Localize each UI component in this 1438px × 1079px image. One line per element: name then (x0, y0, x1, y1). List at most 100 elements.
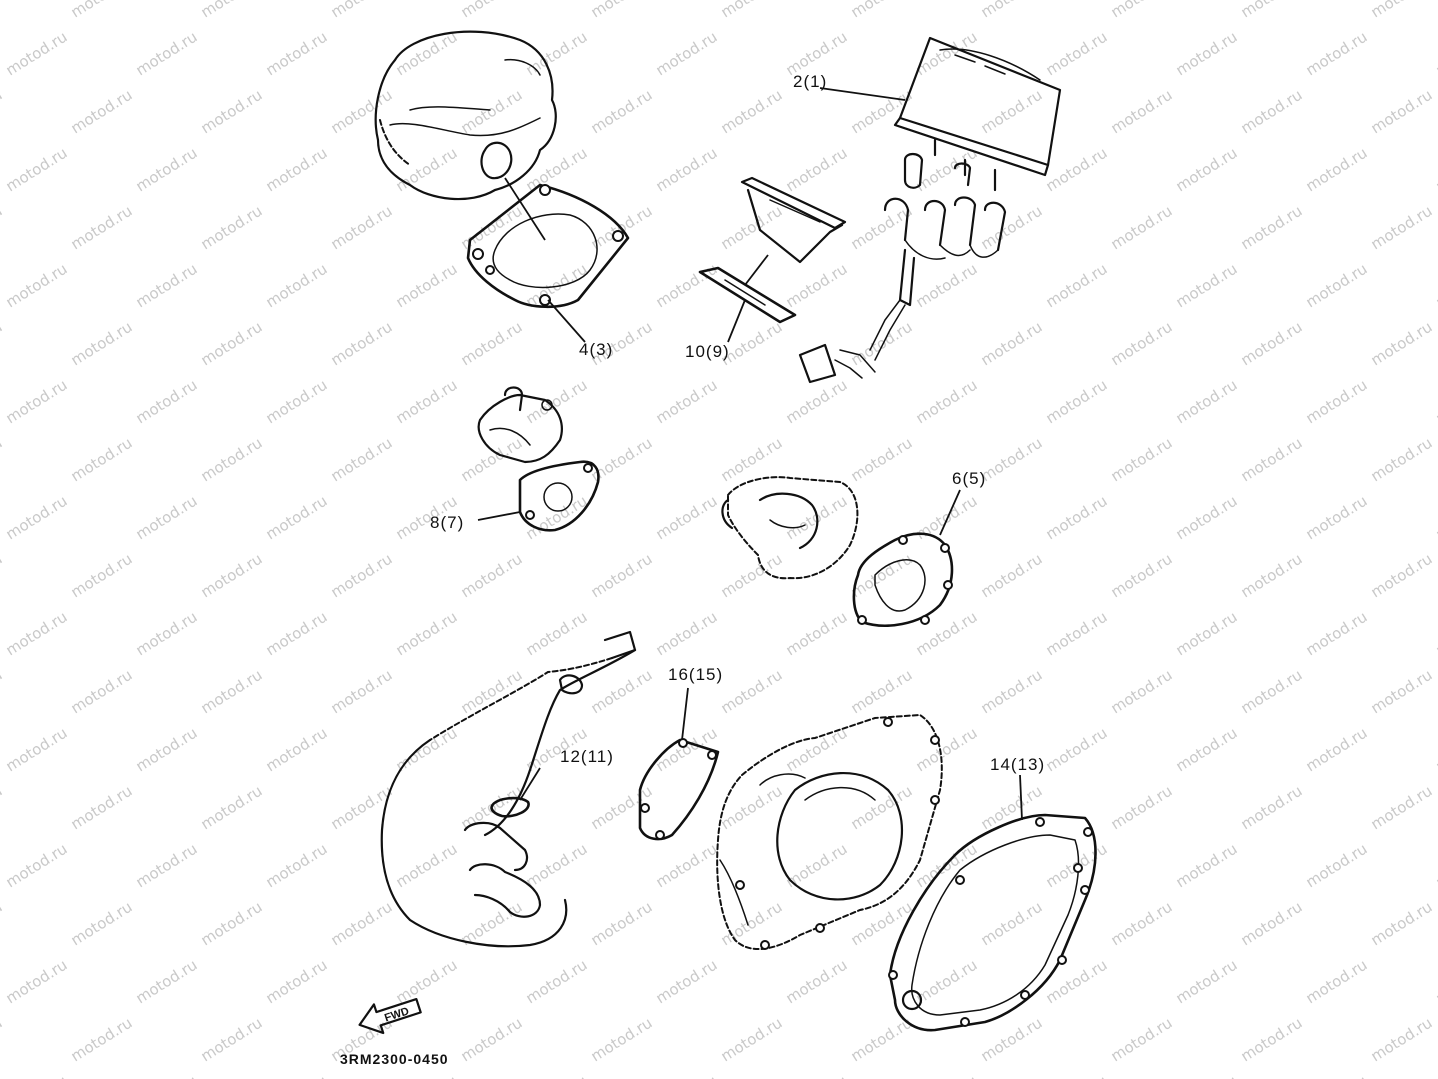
watermark-text: motod.ru (1433, 144, 1438, 196)
cylinder-head-drawing (374, 30, 557, 201)
watermark-text: motod.ru (1108, 434, 1176, 486)
watermark-text: motod.ru (1043, 144, 1111, 196)
callout-8: 8(7) (430, 513, 464, 532)
watermark-text: motod.ru (913, 376, 981, 428)
watermark-text: motod.ru (913, 492, 981, 544)
watermark-text: motod.ru (133, 376, 201, 428)
watermark-text: motod.ru (393, 840, 461, 892)
watermark-text: motod.ru (133, 144, 201, 196)
watermark-text: motod.ru (1173, 724, 1241, 776)
watermark-text: motod.ru (978, 550, 1046, 602)
watermark-text: motod.ru (1368, 666, 1436, 718)
callout-6: 6(5) (952, 469, 986, 488)
watermark-text: motod.ru (3, 608, 71, 660)
watermark-text: motod.ru (653, 956, 721, 1008)
watermark-text: motod.ru (523, 956, 591, 1008)
watermark-text: motod.ru (328, 550, 396, 602)
watermark-text: motod.ru (1173, 1072, 1241, 1079)
watermark-text: motod.ru (588, 0, 656, 21)
watermark-text: motod.ru (523, 28, 591, 80)
watermark-text: motod.ru (718, 86, 786, 138)
watermark-text: motod.ru (978, 898, 1046, 950)
watermark-text: motod.ru (263, 28, 331, 80)
watermark-text: motod.ru (1433, 260, 1438, 312)
watermark-text: motod.ru (3, 28, 71, 80)
watermark-text: motod.ru (1173, 260, 1241, 312)
watermark-text: motod.ru (393, 28, 461, 80)
meter-assembly-drawing (798, 36, 1062, 384)
watermark-text: motod.ru (523, 1072, 591, 1079)
watermark-text: motod.ru (393, 260, 461, 312)
watermark-text: motod.ru (1238, 782, 1306, 834)
watermark-text: motod.ru (588, 666, 656, 718)
watermark-text: motod.ru (848, 0, 916, 21)
callout-2: 2(1) (793, 72, 827, 91)
watermark-text: motod.ru (653, 28, 721, 80)
watermark-text: motod.ru (458, 318, 526, 370)
watermark-text: motod.ru (1108, 898, 1176, 950)
watermark-text: motod.ru (68, 434, 136, 486)
watermark-text: motod.ru (0, 318, 5, 370)
watermark-text: motod.ru (978, 318, 1046, 370)
watermark-text: motod.ru (68, 0, 136, 21)
watermark-text: motod.ru (783, 1072, 851, 1079)
watermark-text: motod.ru (848, 666, 916, 718)
watermark-text: motod.ru (1368, 1014, 1436, 1066)
watermark-text: motod.ru (263, 1072, 331, 1079)
watermark-text: motod.ru (198, 550, 266, 602)
watermark-text: motod.ru (393, 1072, 461, 1079)
watermark-text: motod.ru (1173, 840, 1241, 892)
watermark-text: motod.ru (328, 0, 396, 21)
watermark-text: motod.ru (653, 260, 721, 312)
watermark-text: motod.ru (0, 898, 5, 950)
watermark-text: motod.ru (393, 376, 461, 428)
watermark-text: motod.ru (3, 956, 71, 1008)
watermark-text: motod.ru (1173, 492, 1241, 544)
watermark-text: motod.ru (133, 260, 201, 312)
watermark-text: motod.ru (1303, 492, 1371, 544)
watermark-text: motod.ru (1303, 608, 1371, 660)
watermark-text: motod.ru (0, 0, 5, 21)
watermark-text: motod.ru (328, 434, 396, 486)
watermark-text: motod.ru (718, 202, 786, 254)
watermark-text: motod.ru (263, 260, 331, 312)
watermark-text: motod.ru (1108, 86, 1176, 138)
watermark-text: motod.ru (718, 0, 786, 21)
watermark-text: motod.ru (1368, 550, 1436, 602)
watermark-text: motod.ru (1433, 28, 1438, 80)
watermark-text: motod.ru (1368, 782, 1436, 834)
crankcase-cover-drawing (716, 713, 943, 951)
watermark-text: motod.ru (978, 86, 1046, 138)
watermark-text: motod.ru (1303, 376, 1371, 428)
watermark-text: motod.ru (263, 956, 331, 1008)
watermark-text: motod.ru (523, 144, 591, 196)
watermark-text: motod.ru (133, 28, 201, 80)
callout-14: 14(13) (990, 755, 1045, 774)
watermark-text: motod.ru (458, 550, 526, 602)
watermark-text: motod.ru (68, 1014, 136, 1066)
watermark-text: motod.ru (718, 782, 786, 834)
watermark-text: motod.ru (0, 86, 5, 138)
watermark-text: motod.ru (3, 840, 71, 892)
watermark-text: motod.ru (1108, 0, 1176, 21)
watermark-text: motod.ru (783, 608, 851, 660)
watermark-text: motod.ru (68, 550, 136, 602)
watermark-text: motod.ru (783, 956, 851, 1008)
watermark-text: motod.ru (653, 376, 721, 428)
watermark-text: motod.ru (0, 1014, 5, 1066)
watermark-text: motod.ru (978, 202, 1046, 254)
watermark-text: motod.ru (1173, 608, 1241, 660)
watermark-text: motod.ru (523, 260, 591, 312)
watermark-text: motod.ru (588, 1014, 656, 1066)
watermark-text: motod.ru (523, 840, 591, 892)
watermark-text: motod.ru (198, 666, 266, 718)
watermark-text: motod.ru (653, 840, 721, 892)
watermark-text: motod.ru (653, 608, 721, 660)
watermark-text: motod.ru (3, 376, 71, 428)
watermark-text: motod.ru (1368, 318, 1436, 370)
watermark-text: motod.ru (198, 782, 266, 834)
watermark-text: motod.ru (328, 666, 396, 718)
watermark-text: motod.ru (1043, 956, 1111, 1008)
watermark-text: motod.ru (133, 492, 201, 544)
